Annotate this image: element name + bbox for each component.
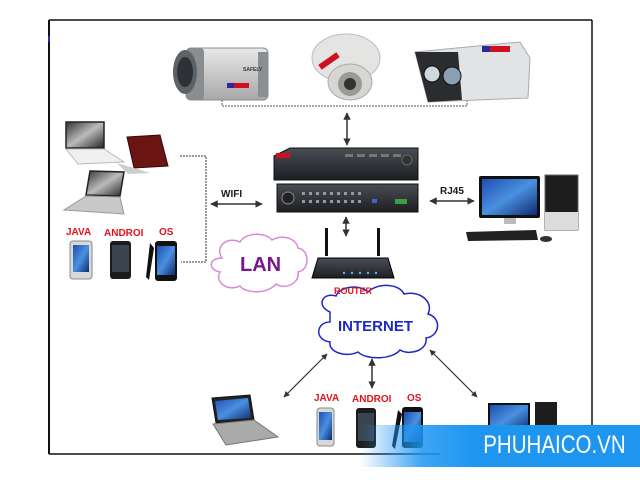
wifi-label: WIFI	[221, 189, 243, 200]
internet-cloud-icon	[318, 284, 439, 359]
laptop-white-icon	[64, 121, 126, 165]
svg-text:SAFELY: SAFELY	[243, 67, 263, 73]
laptop-vaio-icon	[211, 394, 280, 446]
dvr-recorder-icon	[273, 147, 419, 213]
phone-android-label: ANDROI	[104, 228, 144, 239]
phone-java-icon	[69, 240, 93, 280]
laptop-toshiba-icon	[117, 134, 169, 174]
phone-ios-icon	[146, 241, 177, 281]
router-label: ROUTER	[334, 286, 372, 296]
dome-camera-icon	[311, 33, 381, 101]
watermark-banner: PHUHAICO.VN	[360, 425, 640, 467]
lan-label: LAN	[240, 254, 282, 276]
internet-laptop-link	[283, 353, 328, 398]
remote-phone-java-label: JAVA	[314, 393, 340, 404]
phone-ios-label: OS	[159, 227, 174, 238]
laptop-silver-icon	[62, 170, 125, 215]
internet-label: INTERNET	[338, 318, 413, 335]
bullet-camera-icon	[414, 41, 531, 103]
phone-java-label: JAVA	[66, 227, 92, 238]
lan-cloud-icon	[210, 233, 308, 293]
wifi-dotted-line	[180, 155, 207, 263]
camera-bus-line	[221, 100, 468, 107]
phone-android-icon	[110, 241, 131, 279]
router-icon	[311, 228, 395, 279]
watermark-text: PHUHAICO.VN	[483, 431, 626, 459]
remote-phone-ios-label: OS	[407, 393, 422, 404]
box-camera-icon: SAFELY	[173, 47, 269, 101]
remote-phone-android-label: ANDROI	[352, 394, 392, 405]
internet-desktop-link	[429, 349, 478, 398]
diagram-frame	[48, 19, 593, 455]
remote-phone-java-icon	[316, 407, 335, 447]
desktop-pc-icon	[466, 174, 579, 242]
rj45-label: RJ45	[440, 186, 464, 197]
